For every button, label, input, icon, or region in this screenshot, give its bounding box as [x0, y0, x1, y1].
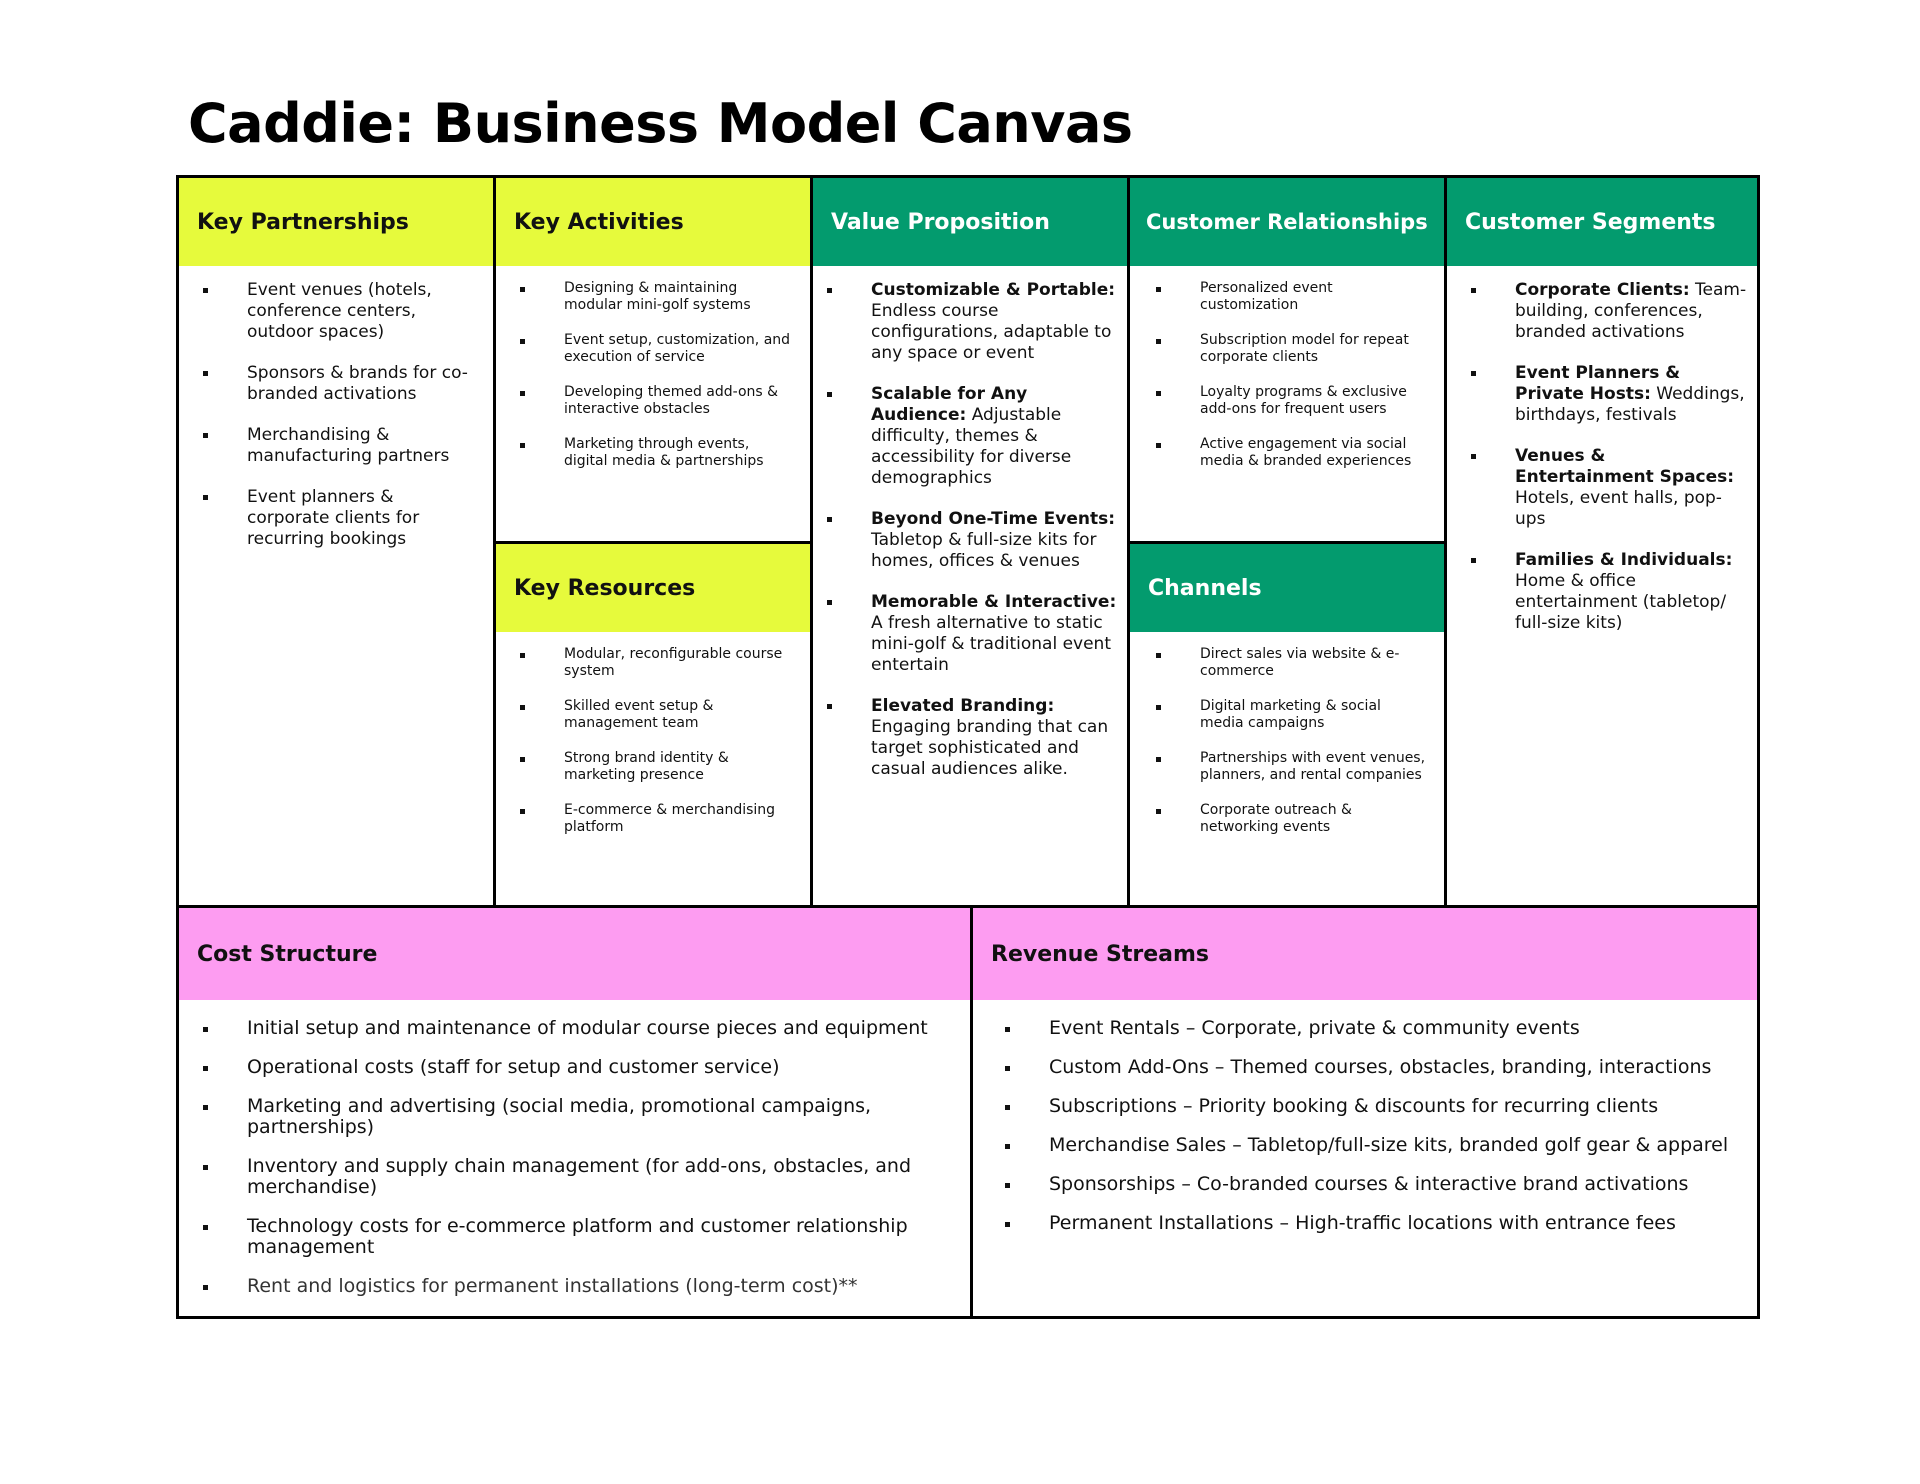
channels-block: Channels Direct sales via website & e-co…	[1130, 544, 1447, 908]
list-item: Sponsorships – Co-branded courses & inte…	[1003, 1174, 1747, 1195]
list-item: Families & Individuals: Home & office en…	[1469, 550, 1747, 634]
customer-relationships-block: Customer Relationships Personalized even…	[1130, 178, 1447, 544]
list-item: Corporate outreach & networking events	[1154, 802, 1426, 836]
list-item: Merchandising & manufacturing partners	[201, 425, 475, 467]
customer-relationships-heading: Customer Relationships	[1130, 178, 1444, 266]
key-activities-block: Key Activities Designing & maintaining m…	[496, 178, 813, 544]
list-item: Subscription model for repeat corporate …	[1154, 332, 1426, 366]
key-partnerships-list: Event venues (hotels, conference centers…	[179, 266, 493, 550]
list-item: Inventory and supply chain management (f…	[201, 1156, 956, 1198]
list-item: Marketing through events, digital media …	[518, 436, 792, 470]
list-item: Venues & Entertainment Spaces: Hotels, e…	[1469, 446, 1747, 530]
list-item: Event Rentals – Corporate, private & com…	[1003, 1018, 1747, 1039]
list-item: Loyalty programs & exclusive add-ons for…	[1154, 384, 1426, 418]
list-item: Sponsors & brands for co-branded activat…	[201, 363, 475, 405]
list-item: Event setup, customization, and executio…	[518, 332, 792, 366]
page-title: Caddie: Business Model Canvas	[188, 92, 1133, 155]
key-resources-list: Modular, reconfigurable course system Sk…	[496, 632, 810, 836]
list-item: Personalized event customization	[1154, 280, 1426, 314]
list-item: Customizable & Portable: Endless course …	[825, 280, 1117, 364]
list-item: E-commerce & merchandising platform	[518, 802, 792, 836]
list-item: Strong brand identity & marketing presen…	[518, 750, 792, 784]
list-item: Corporate Clients: Team-building, confer…	[1469, 280, 1747, 343]
customer-segments-block: Customer Segments Corporate Clients: Tea…	[1447, 178, 1757, 908]
list-item: Designing & maintaining modular mini-gol…	[518, 280, 792, 314]
list-item: Elevated Branding: Engaging branding tha…	[825, 696, 1117, 780]
channels-heading: Channels	[1130, 544, 1444, 632]
value-proposition-heading: Value Proposition	[813, 178, 1127, 266]
list-item: Digital marketing & social media campaig…	[1154, 698, 1426, 732]
list-item: Developing themed add-ons & interactive …	[518, 384, 792, 418]
revenue-streams-block: Revenue Streams Event Rentals – Corporat…	[973, 908, 1757, 1316]
list-item: Partnerships with event venues, planners…	[1154, 750, 1426, 784]
key-partnerships-block: Key Partnerships Event venues (hotels, c…	[179, 178, 496, 908]
list-item: Merchandise Sales – Tabletop/full-size k…	[1003, 1135, 1747, 1156]
list-item: Operational costs (staff for setup and c…	[201, 1057, 956, 1078]
cost-structure-heading: Cost Structure	[179, 908, 970, 1000]
list-item: Active engagement via social media & bra…	[1154, 436, 1426, 470]
list-item: Scalable for Any Audience: Adjustable di…	[825, 384, 1117, 489]
key-resources-block: Key Resources Modular, reconfigurable co…	[496, 544, 813, 908]
revenue-streams-list: Event Rentals – Corporate, private & com…	[973, 1000, 1757, 1234]
list-item: Skilled event setup & management team	[518, 698, 792, 732]
list-item: Modular, reconfigurable course system	[518, 646, 792, 680]
list-item: Event Planners & Private Hosts: Weddings…	[1469, 363, 1747, 426]
list-item: Subscriptions – Priority booking & disco…	[1003, 1096, 1747, 1117]
list-item: Direct sales via website & e-commerce	[1154, 646, 1426, 680]
list-item: Marketing and advertising (social media,…	[201, 1096, 956, 1138]
key-partnerships-heading: Key Partnerships	[179, 178, 493, 266]
key-activities-list: Designing & maintaining modular mini-gol…	[496, 266, 810, 470]
list-item: Custom Add-Ons – Themed courses, obstacl…	[1003, 1057, 1747, 1078]
channels-list: Direct sales via website & e-commerce Di…	[1130, 632, 1444, 836]
cost-structure-block: Cost Structure Initial setup and mainten…	[179, 908, 973, 1316]
list-item: Event planners & corporate clients for r…	[201, 487, 475, 550]
list-item: Permanent Installations – High-traffic l…	[1003, 1213, 1747, 1234]
business-model-canvas: Key Partnerships Event venues (hotels, c…	[176, 175, 1760, 1319]
key-activities-heading: Key Activities	[496, 178, 810, 266]
cost-structure-list: Initial setup and maintenance of modular…	[179, 1000, 970, 1297]
list-item: Technology costs for e-commerce platform…	[201, 1216, 956, 1258]
key-resources-heading: Key Resources	[496, 544, 810, 632]
customer-segments-list: Corporate Clients: Team-building, confer…	[1447, 266, 1757, 634]
list-item: Event venues (hotels, conference centers…	[201, 280, 475, 343]
value-proposition-block: Value Proposition Customizable & Portabl…	[813, 178, 1130, 908]
list-item: Initial setup and maintenance of modular…	[201, 1018, 956, 1039]
customer-segments-heading: Customer Segments	[1447, 178, 1757, 266]
list-item: Rent and logistics for permanent install…	[201, 1276, 956, 1297]
revenue-streams-heading: Revenue Streams	[973, 908, 1757, 1000]
list-item: Memorable & Interactive: A fresh alterna…	[825, 592, 1117, 676]
customer-relationships-list: Personalized event customization Subscri…	[1130, 266, 1444, 470]
value-proposition-list: Customizable & Portable: Endless course …	[813, 266, 1127, 780]
list-item: Beyond One-Time Events: Tabletop & full-…	[825, 509, 1117, 572]
